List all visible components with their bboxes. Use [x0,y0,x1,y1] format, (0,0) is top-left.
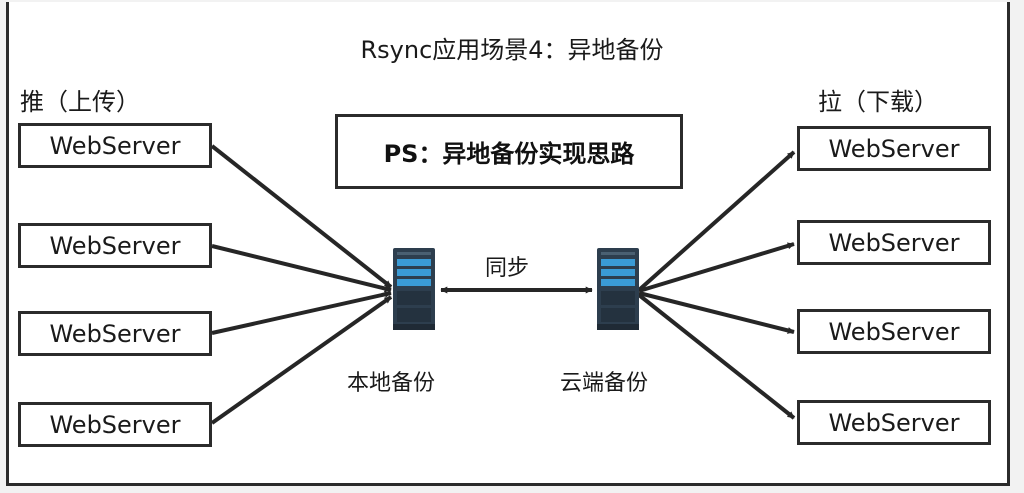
webserver-label: WebServer [828,134,960,163]
webserver-node-left-2: WebServer [18,223,212,268]
webserver-label: WebServer [828,228,960,257]
webserver-label: WebServer [49,410,181,439]
cloud-backup-label: 云端备份 [560,371,649,396]
webserver-label: WebServer [828,408,960,437]
push-label: 推（上传） [20,88,140,116]
webserver-node-left-1: WebServer [18,123,212,168]
server-rack-icon [597,248,639,330]
connector-right-4 [637,293,796,420]
webserver-node-left-3: WebServer [18,311,212,356]
connector-left-3 [211,290,392,335]
server-rack-icon [393,248,435,330]
webserver-node-right-2: WebServer [797,220,991,265]
ps-note-box: PS：异地备份实现思路 [335,114,683,189]
connector-right-3 [638,291,795,334]
connector-left-1 [210,144,393,289]
webserver-label: WebServer [828,317,960,346]
webserver-node-right-3: WebServer [797,309,991,354]
diagram-title: Rsync应用场景4：异地备份 [360,36,664,64]
webserver-label: WebServer [49,131,181,160]
local-backup-label: 本地备份 [347,371,436,396]
connector-right-2 [638,242,795,293]
ps-note-text: PS：异地备份实现思路 [383,140,635,168]
webserver-node-left-4: WebServer [18,402,212,447]
sync-label: 同步 [485,256,530,281]
connector-right-1 [637,150,796,292]
connector-left-4 [210,295,393,425]
webserver-label: WebServer [49,319,181,348]
webserver-node-right-1: WebServer [797,126,991,171]
pull-label: 拉（下载） [818,88,938,116]
connector-left-2 [211,244,392,292]
webserver-node-right-4: WebServer [797,400,991,445]
webserver-label: WebServer [49,231,181,260]
